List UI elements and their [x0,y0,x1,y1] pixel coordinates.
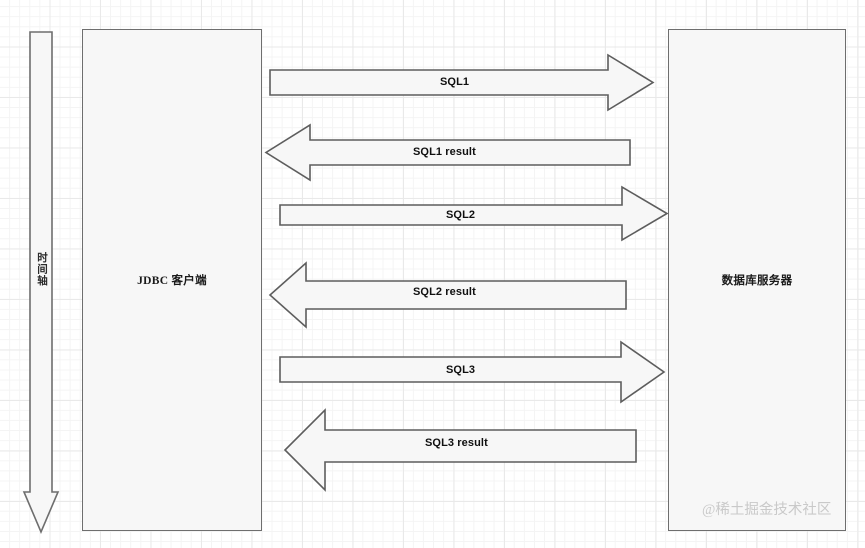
watermark: @稀土掘金技术社区 [702,502,832,518]
message-arrow-sql1 [269,53,655,112]
message-arrow-sql2-result [268,261,627,329]
message-arrow-sql2 [279,185,669,242]
message-arrow-sql1-result [264,123,631,182]
time-axis-arrow [24,32,58,532]
message-arrow-sql3 [279,340,666,404]
message-label-sql3-result: SQL3 result [425,437,488,449]
lifeline-server-label: 数据库服务器 [721,275,793,287]
message-label-sql2: SQL2 [446,209,476,221]
message-label-sql1-result: SQL1 result [413,146,476,158]
message-label-sql1: SQL1 [440,76,470,88]
lifeline-client-label: JDBC 客户端 [137,275,207,287]
lifeline-server[interactable]: 数据库服务器 [668,29,846,531]
message-arrow-sql3-result [283,408,637,492]
lifeline-client[interactable]: JDBC 客户端 [82,29,262,531]
message-label-sql3: SQL3 [446,364,476,376]
time-axis-label: 时间轴 [36,252,47,287]
message-label-sql2-result: SQL2 result [413,286,476,298]
